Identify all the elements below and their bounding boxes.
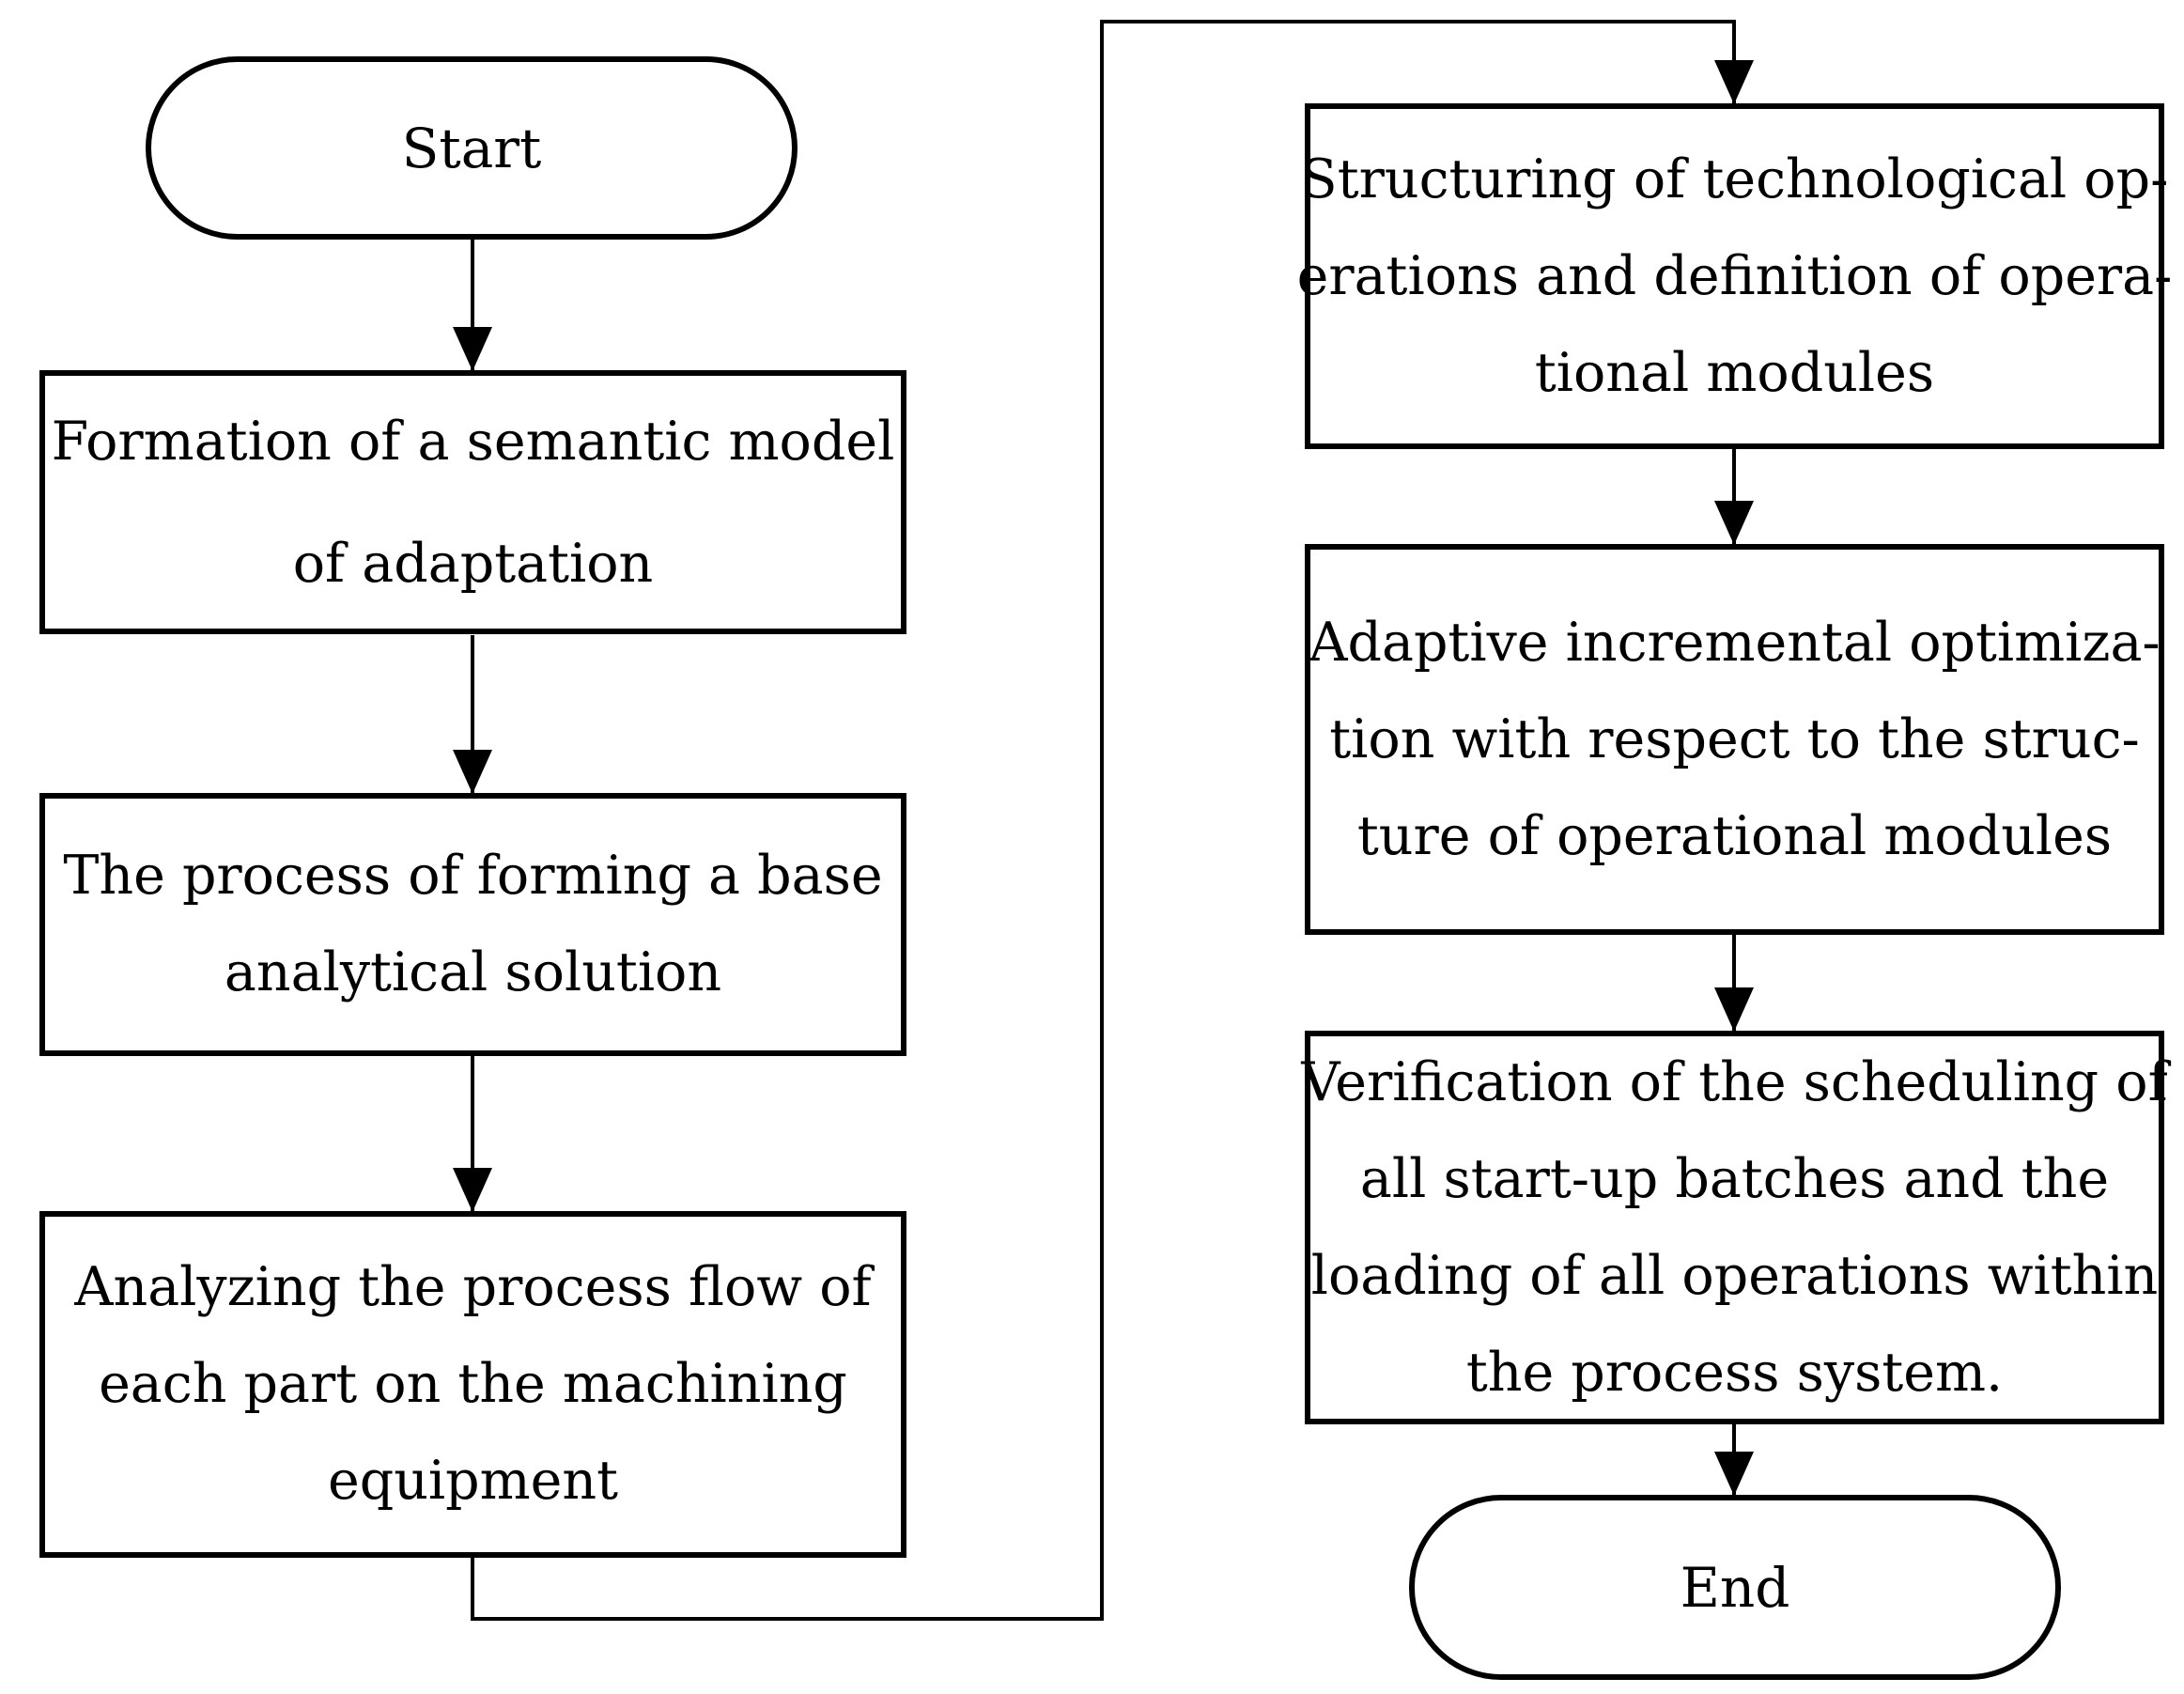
- text-line: ture of operational modules: [1356, 804, 2113, 867]
- text-line: Analyzing the process flow of: [74, 1256, 872, 1318]
- text-line: analytical solution: [224, 941, 722, 1003]
- step-verification: Verification of the scheduling of all st…: [1301, 1031, 2168, 1424]
- text-line: Verification of the scheduling of: [1301, 1050, 2168, 1113]
- text-line: tion with respect to the struc-: [1329, 707, 2140, 770]
- arrowhead-3: [453, 1168, 492, 1212]
- arrowhead-7: [1714, 1452, 1754, 1496]
- text-line: the process system.: [1465, 1341, 2004, 1404]
- text-line: each part on the machining: [99, 1353, 847, 1415]
- start-label: Start: [401, 116, 542, 180]
- arrowhead-5: [1714, 501, 1754, 545]
- step-process-flow-analysis: Analyzing the process flow of each part …: [39, 1211, 906, 1558]
- end-terminal: End: [1409, 1495, 2061, 1680]
- step-adaptive-optimization-text: Adaptive incremental optimiza- tion with…: [1309, 595, 2160, 885]
- arrowhead-2: [453, 750, 492, 794]
- step-semantic-model: Formation of a semantic model of adaptat…: [39, 370, 906, 634]
- step-base-analytical-solution-text: The process of forming a base analytical…: [63, 828, 882, 1021]
- text-line: equipment: [327, 1450, 619, 1512]
- start-terminal: Start: [146, 56, 798, 240]
- step-verification-text: Verification of the scheduling of all st…: [1301, 1034, 2167, 1422]
- text-line: erations and definition of opera-: [1296, 244, 2173, 307]
- step-structuring-operations-text: Structuring of technological op- eration…: [1297, 132, 2173, 422]
- arrowhead-6: [1714, 987, 1754, 1032]
- text-line: of adaptation: [292, 532, 654, 595]
- end-label: End: [1680, 1555, 1790, 1620]
- step-structuring-operations: Structuring of technological op- eration…: [1297, 103, 2172, 449]
- arrowhead-4: [1714, 60, 1754, 104]
- text-line: The process of forming a base: [63, 845, 883, 907]
- step-adaptive-optimization: Adaptive incremental optimiza- tion with…: [1305, 544, 2164, 935]
- arrowhead-1: [453, 327, 492, 371]
- text-line: all start-up batches and the: [1359, 1147, 2110, 1210]
- text-line: Structuring of technological op-: [1300, 148, 2169, 210]
- text-line: tional modules: [1534, 341, 1935, 404]
- step-semantic-model-text: Formation of a semantic model of adaptat…: [52, 381, 895, 625]
- step-base-analytical-solution: The process of forming a base analytical…: [39, 793, 906, 1056]
- text-line: Formation of a semantic model: [51, 410, 895, 473]
- text-line: Adaptive incremental optimiza-: [1309, 611, 2161, 674]
- text-line: loading of all operations within: [1310, 1244, 2159, 1307]
- step-process-flow-analysis-text: Analyzing the process flow of each part …: [74, 1239, 871, 1530]
- connector-process-flow-to-structuring: [471, 20, 1736, 1621]
